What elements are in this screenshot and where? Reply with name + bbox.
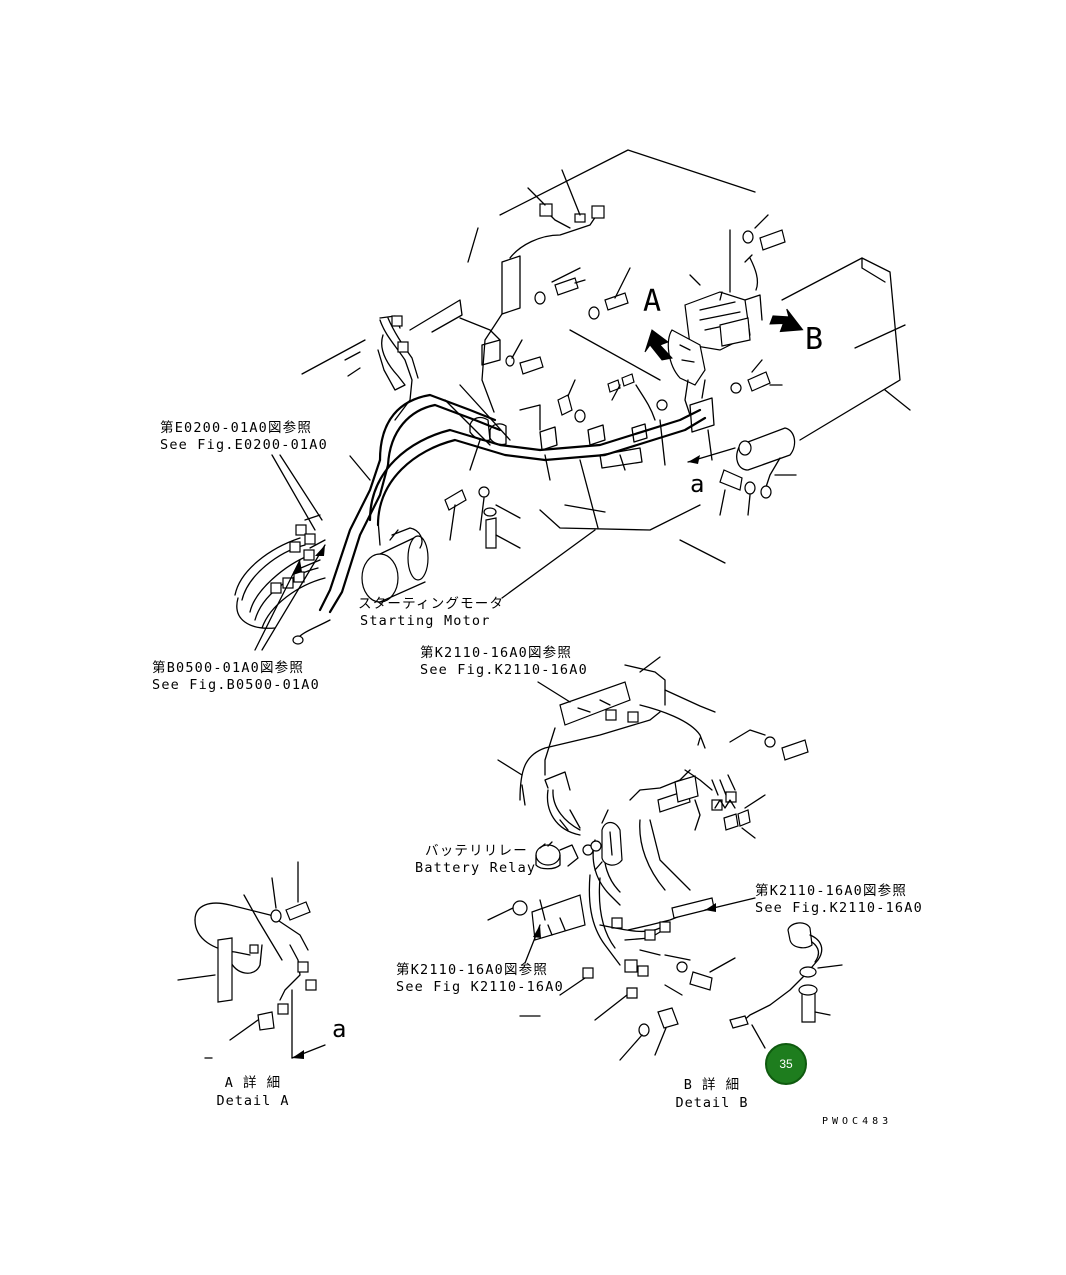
ref-k2110-right-jp: 第K2110-16A0図参照 [755, 883, 908, 899]
ref-k2110-right-en: See Fig.K2110-16A0 [755, 900, 923, 916]
detail-a-drawing [177, 861, 326, 1059]
battery-relay-jp: バッテリリレー [425, 843, 528, 859]
drawing-code: PWOC483 [822, 1116, 893, 1127]
marker-a-lower-main: a [690, 470, 705, 498]
detail-a-jp: A 詳 細 [224, 1075, 282, 1091]
ref-k2110-left-en: See Fig K2110-16A0 [396, 979, 564, 995]
battery-relay-en: Battery Relay [415, 860, 537, 876]
marker-a-lower-detail: a [332, 1015, 347, 1043]
relay-assembly-top [667, 229, 763, 416]
bolt-group-center [444, 267, 635, 549]
ref-b0500-en: See Fig.B0500-01A0 [152, 677, 320, 693]
detail-a-en: Detail A [216, 1093, 290, 1109]
view-marker-b: B [805, 322, 824, 357]
starting-motor-en: Starting Motor [360, 613, 491, 629]
ref-e0200-jp: 第E0200-01A0図参照 [160, 420, 313, 436]
ref-k2110-top-jp: 第K2110-16A0図参照 [420, 645, 573, 661]
detail-a-caption: A 詳 細 Detail A [215, 1074, 291, 1110]
detail-b-drawing [487, 656, 843, 1061]
ref-k2110-top-en: See Fig.K2110-16A0 [420, 662, 588, 678]
starting-motor-jp: スターティングモータ [358, 596, 505, 612]
upper-assembly [234, 149, 911, 651]
ref-e0200-en: See Fig.E0200-01A0 [160, 437, 328, 453]
detail-b-jp: B 詳 細 [683, 1077, 741, 1093]
page-number-badge[interactable]: 35 [765, 1043, 807, 1085]
ref-k2110-left-jp: 第K2110-16A0図参照 [396, 962, 549, 978]
view-marker-a: A [643, 284, 662, 319]
detail-b-en: Detail B [675, 1095, 749, 1111]
detail-b-caption: B 詳 細 Detail B [674, 1076, 750, 1112]
ref-b0500-jp: 第B0500-01A0図参照 [152, 660, 305, 676]
